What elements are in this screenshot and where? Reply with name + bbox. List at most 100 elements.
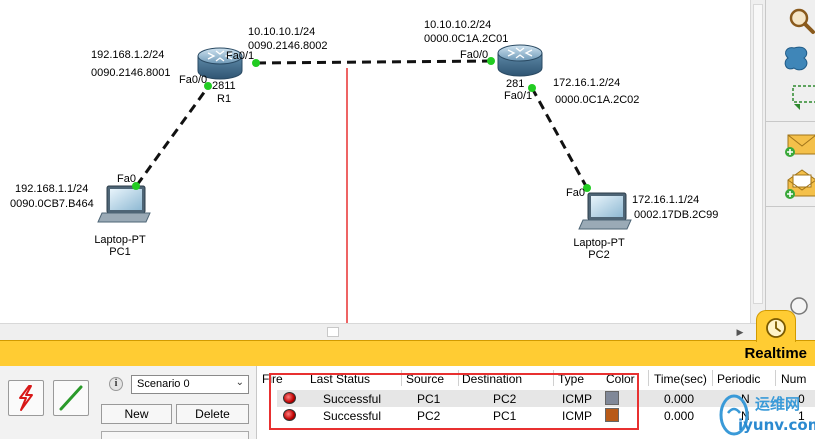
inspect-tool-button[interactable] (766, 3, 815, 39)
num-cell: 1 (798, 409, 805, 423)
periodic-cell: N (741, 392, 750, 406)
column-header-num[interactable]: Num (781, 372, 807, 386)
clock-icon (766, 318, 786, 338)
resize-tool-button[interactable] (766, 80, 815, 116)
draw-connection-button[interactable] (53, 380, 89, 416)
watermark-url: iyunv.com (738, 416, 815, 434)
new-scenario-button[interactable]: New (101, 404, 172, 424)
pc1-mac-label: 0090.0CB7.B464 (10, 198, 94, 210)
port-dot-r1-fa01 (252, 59, 260, 67)
column-header-last-status[interactable]: Last Status (310, 372, 371, 386)
pc1-type-label: Laptop-PT (94, 234, 146, 246)
watermark-logo-icon (719, 394, 749, 436)
r1-fa01-ip-label: 10.10.10.1/24 (248, 26, 316, 38)
column-header-source[interactable]: Source (406, 372, 445, 386)
site-watermark: 运维网 iyunv.com (712, 385, 815, 439)
scenario-selected-value: Scenario 0 (137, 378, 190, 390)
toolbar-separator (766, 121, 815, 122)
column-divider (458, 370, 459, 386)
source-cell: PC1 (417, 392, 441, 406)
column-header-fire[interactable]: Fire (262, 372, 283, 386)
periodic-cell: N (741, 409, 750, 423)
column-divider (401, 370, 402, 386)
r2-fa00-port-label: Fa0/0 (460, 49, 489, 61)
pdu-color-swatch (605, 391, 619, 405)
link-r1-r2[interactable] (256, 59, 491, 65)
delete-scenario-button[interactable]: Delete (176, 404, 249, 424)
table-row[interactable]: Successful PC2 PC1 ICMP 0.000 N 1 (277, 407, 815, 424)
magnifier-icon (789, 8, 815, 34)
pc2-name-label: PC2 (588, 249, 610, 261)
router-r1[interactable] (197, 47, 243, 80)
pc2-ip-label: 172.16.1.1/24 (632, 194, 700, 206)
column-header-periodic[interactable]: Periodic (717, 372, 761, 386)
toggle-pdu-list-button[interactable] (101, 431, 249, 439)
annotation-arrow (346, 68, 348, 325)
info-icon[interactable]: i (109, 377, 123, 391)
common-tools-bar (765, 0, 815, 340)
r1-fa00-mac-label: 0090.2146.8001 (91, 67, 171, 79)
r2-model-label: 281 (506, 78, 525, 90)
last-status-cell: Successful (323, 409, 382, 423)
horizontal-scrollbar[interactable]: ▶ (0, 323, 765, 340)
column-header-color[interactable]: Color (606, 372, 635, 386)
laptop-pc2[interactable] (578, 192, 632, 230)
laptop-pc1[interactable] (97, 185, 151, 223)
draw-tool-button[interactable] (766, 42, 815, 78)
column-divider (553, 370, 554, 386)
pc1-port-label: Fa0 (117, 173, 136, 185)
column-divider (775, 370, 776, 386)
extra-tool-button[interactable] (766, 288, 815, 324)
fire-button-icon[interactable] (283, 409, 296, 421)
type-cell: ICMP (562, 392, 592, 406)
column-header-destination[interactable]: Destination (462, 372, 523, 386)
open-envelope-icon (785, 169, 815, 199)
closed-envelope-icon (785, 134, 815, 157)
scroll-right-arrow-icon[interactable]: ▶ (736, 327, 744, 337)
router-r2[interactable] (497, 44, 543, 77)
chevron-down-icon: ⌄ (235, 377, 244, 388)
delete-scenario-pdus-button[interactable] (8, 380, 44, 416)
scenario-select[interactable]: Scenario 0 ⌄ (131, 375, 249, 394)
type-cell: ICMP (562, 409, 592, 423)
port-dot-pc1-fa0 (132, 182, 140, 190)
link-r2-pc2[interactable] (530, 87, 589, 189)
add-complex-pdu-button[interactable] (766, 166, 815, 202)
table-row[interactable]: Successful PC1 PC2 ICMP 0.000 N 0 (277, 390, 815, 407)
add-simple-pdu-button[interactable] (766, 128, 815, 164)
port-dot-r1-fa00 (204, 82, 212, 90)
column-header-type[interactable]: Type (558, 372, 585, 386)
port-dot-r2-fa00 (487, 57, 495, 65)
pc1-ip-label: 192.168.1.1/24 (15, 183, 89, 195)
watermark-text: 运维网 (755, 395, 801, 413)
tool-icon (790, 297, 808, 315)
time-cell: 0.000 (664, 409, 695, 423)
fire-button-icon[interactable] (283, 392, 296, 404)
r1-name-label: R1 (217, 93, 232, 105)
r1-fa01-port-label: Fa0/1 (226, 50, 255, 62)
pc2-port-label: Fa0 (566, 187, 585, 199)
r2-fa00-mac-label: 0000.0C1A.2C01 (424, 33, 509, 45)
last-status-cell: Successful (323, 392, 382, 406)
r1-fa00-port-label: Fa0/0 (179, 74, 208, 86)
link-pc1-r1[interactable] (135, 86, 210, 186)
time-cell: 0.000 (664, 392, 695, 406)
topology-workspace[interactable]: 192.168.1.2/24 0090.2146.8001 10.10.10.1… (0, 0, 765, 325)
pdu-list-table: Fire Last Status Source Destination Type… (256, 366, 815, 439)
toolbar-separator (766, 206, 815, 207)
vertical-scroll-thumb[interactable] (753, 4, 763, 304)
column-divider (648, 370, 649, 386)
port-dot-r2-fa01 (528, 84, 536, 92)
r1-fa01-mac-label: 0090.2146.8002 (248, 40, 328, 52)
r2-fa01-mac-label: 0000.0C1A.2C02 (555, 94, 640, 106)
resize-shape-icon (792, 85, 815, 110)
destination-cell: PC1 (493, 409, 517, 423)
vertical-scrollbar[interactable] (750, 0, 765, 323)
num-cell: 0 (798, 392, 805, 406)
realtime-mode-tab[interactable] (756, 310, 796, 342)
horizontal-scroll-thumb[interactable] (327, 327, 339, 337)
column-header-time[interactable]: Time(sec) (654, 372, 707, 386)
diagonal-line-icon (59, 385, 83, 411)
column-divider (712, 370, 713, 386)
shape-icon (784, 46, 808, 71)
